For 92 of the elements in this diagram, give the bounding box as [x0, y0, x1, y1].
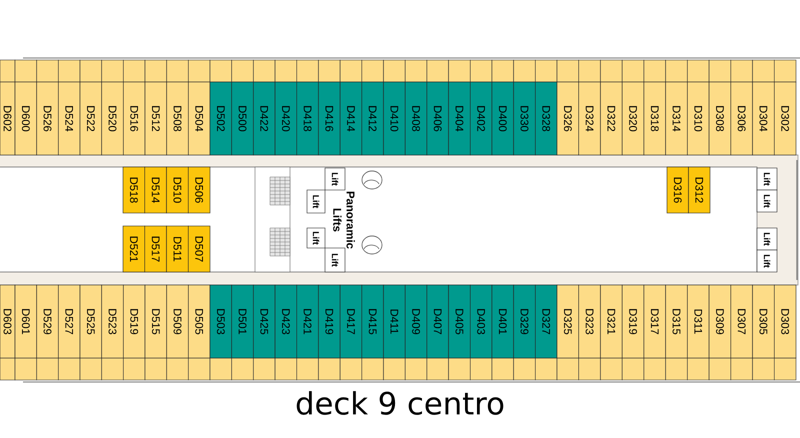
cabin-box: D304: [752, 82, 775, 156]
cabin-box: D514: [144, 166, 167, 214]
cabin-box: D310: [687, 82, 710, 156]
lift-box: Lift: [756, 250, 778, 272]
cabin-box: D417: [340, 284, 362, 358]
cabin-box: D323: [578, 284, 601, 358]
cabin-box: D412: [362, 82, 384, 156]
cabin-box: D414: [340, 82, 362, 156]
cabin-box: D520: [101, 82, 124, 156]
cabin-box: D314: [665, 82, 688, 156]
cabin-box: D309: [708, 284, 732, 358]
lift-box: Lift: [324, 248, 346, 272]
cabin-box: D403: [470, 284, 492, 358]
cabin-box: D406: [426, 82, 449, 156]
cabin-box: D330: [513, 82, 536, 156]
cabin-box: D510: [166, 166, 189, 214]
cabin-box: D411: [383, 284, 406, 358]
cabin-box: D508: [166, 82, 189, 156]
cabin-box: D601: [14, 284, 37, 358]
cabin-box: D522: [80, 82, 102, 156]
lift-box: Lift: [756, 168, 778, 190]
cabin-box: D402: [470, 82, 492, 156]
cabin-box: D409: [404, 284, 428, 358]
cabin-box: D501: [231, 284, 254, 358]
cabin-box: D422: [253, 82, 276, 156]
cabin-box: D524: [58, 82, 80, 156]
cabin-box: D328: [535, 82, 558, 156]
cabin-box: D316: [666, 166, 689, 214]
lift-box: Lift: [306, 190, 326, 214]
cabin-box: D325: [556, 284, 579, 358]
cabin-box: D418: [296, 82, 319, 156]
cabin-box: D319: [622, 284, 644, 358]
cabin-box: D420: [274, 82, 298, 156]
cabin-box: D503: [210, 284, 232, 358]
cabin-box: D400: [492, 82, 514, 156]
cabin-box: D408: [404, 82, 428, 156]
cabin-box: D416: [318, 82, 340, 156]
cabin-box: D410: [383, 82, 406, 156]
cabin-box: D326: [556, 82, 579, 156]
cabin-box: D318: [644, 82, 666, 156]
cabin-box: D308: [708, 82, 732, 156]
cabin-box: D419: [318, 284, 340, 358]
cabin-box: D504: [188, 82, 210, 156]
cabin-box: D317: [644, 284, 666, 358]
cabin-box: D327: [535, 284, 558, 358]
cabin-box: D320: [622, 82, 644, 156]
cabin-box: D307: [730, 284, 753, 358]
cabin-box: D324: [578, 82, 601, 156]
cabin-box: D321: [600, 284, 622, 358]
cabin-box: D405: [448, 284, 471, 358]
cabin-box: D509: [166, 284, 189, 358]
cabin-box: D521: [122, 226, 146, 272]
cabin-box: D511: [166, 226, 189, 272]
cabin-box: D515: [144, 284, 167, 358]
cabin-box: D303: [774, 284, 796, 358]
cabin-box: D425: [253, 284, 276, 358]
cabin-box: D305: [752, 284, 775, 358]
cabin-box: D506: [188, 166, 210, 214]
lift-box: Lift: [324, 168, 346, 190]
area-label: Panoramic Lifts: [333, 192, 355, 249]
cabin-box: D517: [144, 226, 167, 272]
cabin-box: D421: [296, 284, 319, 358]
cabin-box: D423: [274, 284, 298, 358]
cabin-box: D322: [600, 82, 622, 156]
cabin-box: D502: [210, 82, 232, 156]
lift-box: Lift: [756, 190, 778, 212]
cabin-box: D311: [687, 284, 710, 358]
cabin-box: D500: [231, 82, 254, 156]
lift-box: Lift: [306, 228, 326, 248]
cabin-box: D312: [688, 166, 710, 214]
cabin-box: D518: [122, 166, 146, 214]
cabin-box: D302: [774, 82, 796, 156]
cabin-box: D315: [665, 284, 688, 358]
cabin-box: D529: [36, 284, 59, 358]
cabin-box: D415: [362, 284, 384, 358]
cabin-box: D401: [492, 284, 514, 358]
cabin-box: D519: [123, 284, 146, 358]
cabin-box: D526: [36, 82, 59, 156]
cabin-box: D329: [513, 284, 536, 358]
cabin-box: D306: [730, 82, 753, 156]
cabin-box: D512: [144, 82, 167, 156]
cabin-box: D505: [188, 284, 210, 358]
cabin-box: D516: [123, 82, 146, 156]
cabin-box: D527: [58, 284, 80, 358]
title: deck 9 centro: [296, 391, 504, 415]
cabin-box: D525: [80, 284, 102, 358]
cabin-box: D404: [448, 82, 471, 156]
cabin-box: D407: [426, 284, 449, 358]
cabin-box: D600: [14, 82, 37, 156]
lift-box: Lift: [756, 228, 778, 250]
cabin-box: D523: [101, 284, 124, 358]
cabin-box: D507: [188, 226, 210, 272]
